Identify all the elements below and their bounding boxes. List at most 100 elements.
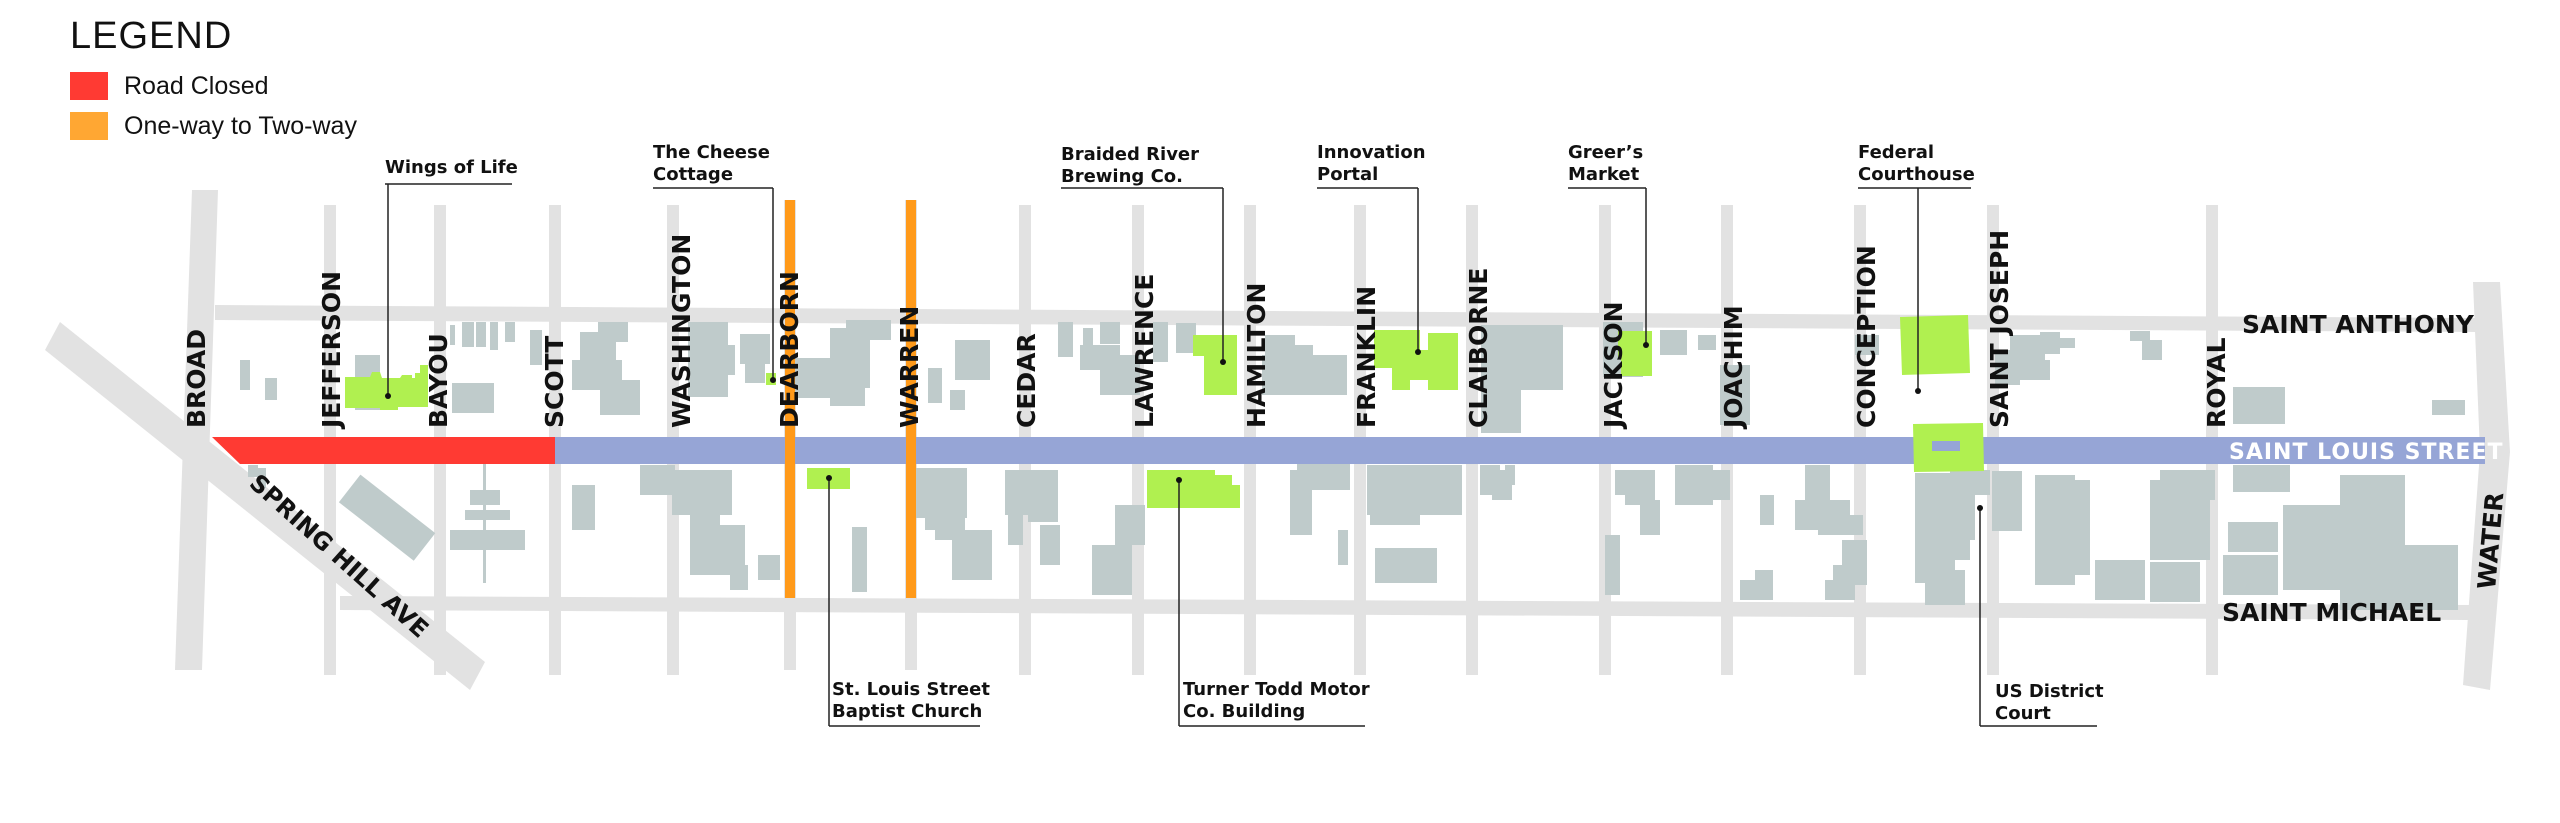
label-bayou: BAYOU — [424, 333, 453, 428]
callout-dot — [1415, 349, 1421, 355]
road-network — [45, 190, 2510, 690]
label-lawrence: LAWRENCE — [1130, 274, 1159, 428]
building — [1008, 505, 1023, 545]
callout-dot — [1220, 359, 1226, 365]
building — [1505, 465, 1515, 485]
building — [265, 378, 277, 400]
building — [248, 465, 258, 477]
callout-label: Greer’s — [1568, 142, 1643, 163]
building — [600, 380, 640, 415]
building — [2057, 338, 2075, 348]
label-conception: CONCEPTION — [1852, 245, 1881, 428]
callout-label: Federal — [1858, 142, 1934, 163]
building — [1760, 495, 1774, 525]
callout-dot — [1643, 342, 1649, 348]
building — [1950, 470, 1990, 495]
building — [1660, 330, 1678, 355]
building — [965, 355, 985, 380]
building — [1640, 500, 1660, 535]
landmark-greers-market — [1618, 331, 1652, 376]
building — [476, 322, 486, 347]
label-jefferson: JEFFERSON — [317, 271, 346, 430]
building — [1700, 470, 1730, 500]
building — [2233, 387, 2285, 424]
building — [1995, 350, 2020, 385]
label-broad: BROAD — [182, 329, 211, 428]
building — [530, 330, 542, 365]
callout-dot — [385, 393, 391, 399]
building — [1720, 365, 1750, 425]
building — [1092, 545, 1132, 595]
callout-label: Court — [1995, 703, 2051, 724]
building — [640, 465, 675, 495]
landmark-federal-courthouse — [1900, 315, 1970, 375]
building — [2223, 555, 2278, 595]
building — [1115, 505, 1145, 545]
landmark-innovation-portal — [1374, 330, 1458, 390]
building — [2130, 331, 2150, 341]
building — [952, 530, 992, 580]
building — [2432, 400, 2465, 415]
callout-top-0: Wings of Life — [385, 157, 518, 399]
road-broad — [175, 190, 218, 670]
label-saint-michael: SAINT MICHAEL — [2222, 598, 2441, 627]
building — [1698, 335, 1716, 350]
callout-label: Portal — [1317, 164, 1378, 185]
callout-dot — [1915, 388, 1921, 394]
building — [572, 485, 595, 530]
building — [830, 380, 865, 406]
one-way-swatch — [70, 112, 108, 140]
road-closed-segment — [212, 437, 555, 464]
callout-label: Courthouse — [1858, 164, 1975, 185]
label-saint-louis-street: SAINT LOUIS STREET — [2229, 440, 2503, 465]
building — [1100, 355, 1140, 395]
building — [2040, 332, 2060, 354]
building — [2228, 522, 2278, 552]
road-saint-michael — [340, 596, 2470, 620]
road-spring-hill-ave — [45, 322, 485, 690]
callout-dot — [1176, 477, 1182, 483]
building — [2045, 480, 2090, 575]
callout-label: Innovation — [1317, 142, 1426, 163]
building — [695, 345, 735, 375]
label-franklin: FRANKLIN — [1352, 286, 1381, 428]
building — [758, 555, 780, 580]
building — [450, 325, 455, 345]
saint-louis-street — [555, 437, 2485, 464]
building — [1605, 535, 1620, 595]
building — [465, 510, 510, 520]
building — [1755, 570, 1773, 600]
building — [452, 383, 494, 413]
building — [1290, 470, 1312, 535]
building — [2150, 480, 2210, 560]
callout-label: Baptist Church — [832, 701, 982, 722]
legend-title: LEGEND — [70, 15, 233, 57]
callout-label: US District — [1995, 681, 2104, 702]
building — [598, 322, 628, 342]
building — [1176, 323, 1196, 353]
building — [2150, 562, 2200, 602]
buildings — [240, 320, 2465, 610]
label-hamilton: HAMILTON — [1242, 283, 1271, 428]
building — [258, 468, 266, 488]
building — [2142, 340, 2162, 360]
building — [846, 320, 891, 340]
label-saint-joseph: SAINT JOSEPH — [1985, 230, 2014, 428]
landmark-us-district-court — [1913, 423, 1984, 472]
callout-label: Turner Todd Motor — [1183, 679, 1370, 700]
building — [1338, 530, 1348, 565]
label-dearborn: DEARBORN — [775, 271, 804, 428]
building — [1925, 570, 1965, 605]
one-way-dearborn — [785, 200, 795, 598]
label-jackson: JACKSON — [1599, 301, 1628, 430]
building — [1992, 471, 2022, 531]
building — [1058, 322, 1073, 357]
label-spring-hill-ave: SPRING HILL AVE — [244, 469, 434, 644]
